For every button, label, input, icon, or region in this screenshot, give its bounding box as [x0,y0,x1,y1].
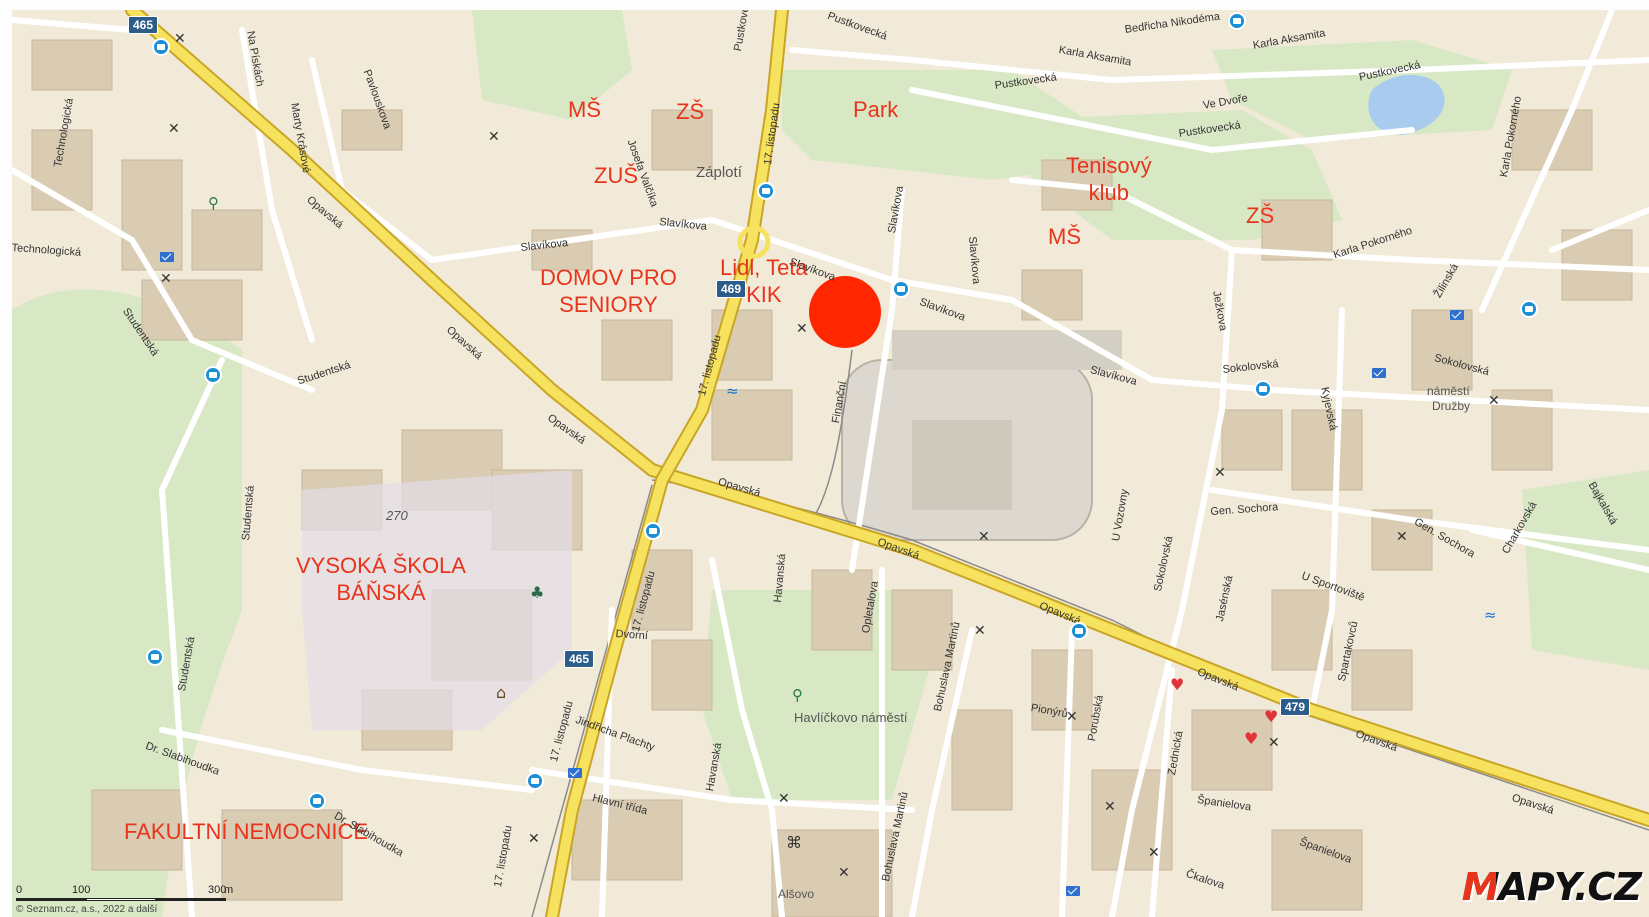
tram-stop-icon[interactable]: ✕ [488,129,500,145]
place-elevation: 270 [386,508,408,523]
lake [1368,75,1445,135]
tram-stop-icon[interactable]: ✕ [778,791,790,807]
annotation-lidl-line2: KIK [746,282,782,307]
copyright[interactable]: © Seznam.cz, a.s., 2022 a další [16,904,158,915]
university-area [302,470,572,730]
annotation-vsb-line1: VYSOKÁ ŠKOLA [296,553,466,578]
annotation-vsb: VYSOKÁ ŠKOLA BÁŇSKÁ [296,552,466,606]
arena [841,330,1122,541]
tram-stop-icon[interactable]: ✕ [160,271,172,287]
scale-label-0: 0 [16,884,23,896]
bus-stop-icon[interactable] [644,522,662,540]
map-base-layer [12,10,1649,917]
annotation-domov: DOMOV PRO SENIORY [540,264,677,318]
annotation-lidl: Lidl, Teta KIK [720,254,808,308]
tram-stop-icon[interactable]: ✕ [838,865,850,881]
tram-stop-icon[interactable]: ✕ [978,529,990,545]
pharmacy-icon[interactable]: ♥ [1264,707,1279,726]
tram-stop-icon[interactable]: ✕ [1396,529,1408,545]
bus-stop-icon[interactable] [892,280,910,298]
annotation-vsb-line2: BÁŇSKÁ [336,580,426,605]
annotation-zs-top: ZŠ [676,99,705,124]
tram-stop-icon[interactable]: ✕ [1268,735,1280,751]
museum-icon[interactable]: ⌂ [496,683,507,702]
scale-unit: m [224,884,234,896]
church-icon[interactable]: ♣ [530,583,545,602]
road-number-465-top: 465 [128,16,159,34]
tram-stop-icon[interactable]: ✕ [974,623,986,639]
annotation-tenis: Tenisový klub [1066,152,1152,206]
scale-label-100: 100 [72,884,91,896]
annotation-lidl-line1: Lidl, Teta [720,255,808,280]
logo-text: MAPY.CZ [1461,865,1642,909]
annotation-tenis-line1: Tenisový [1066,153,1152,178]
logo-accent: M [1461,865,1496,909]
mapy-cz-logo[interactable]: MAPY.CZ M [1461,865,1642,909]
bus-stop-icon[interactable] [1228,12,1246,30]
annotation-domov-line1: DOMOV PRO [540,265,677,290]
bus-stop-icon[interactable] [757,182,775,200]
annotation-domov-line2: SENIORY [559,292,658,317]
landmark-icon[interactable]: ⌘ [786,833,802,852]
tram-stop-icon[interactable]: ✕ [1104,799,1116,815]
tram-stop-icon[interactable]: ✕ [1148,845,1160,861]
post-office-icon[interactable] [1066,886,1080,896]
annotation-park: Park [853,97,899,122]
swimming-icon[interactable]: ≈ [726,382,739,400]
post-office-icon[interactable] [160,252,174,262]
place-namesti-druzby-2: Družby [1432,399,1471,413]
scale-label-300: 300 [208,884,227,896]
annotation-zus: ZUŠ [594,163,638,188]
swimming-icon[interactable]: ≈ [1484,606,1497,624]
post-office-icon[interactable] [1372,368,1386,378]
bus-stop-icon[interactable] [152,38,170,56]
bus-stop-icon[interactable] [526,772,544,790]
tram-stop-icon[interactable]: ✕ [796,321,808,337]
place-zaploti: Záplotí [696,164,742,181]
post-office-icon[interactable] [1450,310,1464,320]
tram-stop-icon[interactable]: ✕ [168,121,180,137]
tram-stop-icon[interactable]: ✕ [1214,465,1226,481]
place-namesti-druzby-1: náměstí [1427,384,1470,398]
bus-stop-icon[interactable] [308,792,326,810]
tram-stop-icon[interactable]: ✕ [1066,709,1078,725]
tram-stop-icon[interactable]: ✕ [1488,393,1500,409]
annotation-zs-right: ZŠ [1246,203,1275,228]
bus-stop-icon[interactable] [204,366,222,384]
playground-icon[interactable]: ⚲ [792,686,803,704]
main-roads [125,10,1649,917]
highlight-circle [809,276,881,348]
bus-stop-icon[interactable] [146,648,164,666]
road-number-469: 469 [716,280,747,298]
road-number-465-bottom: 465 [564,650,595,668]
place-alsovo: Alšovo [778,887,815,901]
annotation-tenis-line2: klub [1088,180,1129,205]
green-areas [12,10,1649,917]
map-canvas[interactable]: MŠ ZŠ ZUŠ Park Tenisový klub MŠ ZŠ DOMOV… [12,10,1649,917]
tram-stop-icon[interactable]: ✕ [174,31,186,47]
road-number-479: 479 [1280,698,1311,716]
bus-stop-icon[interactable] [1520,300,1538,318]
place-havlickovo: Havlíčkovo náměstí [794,710,908,725]
annotation-ms-right: MŠ [1048,224,1081,249]
bus-stop-icon[interactable] [1254,380,1272,398]
annotation-ms-top: MŠ [568,97,601,122]
playground-icon[interactable]: ⚲ [208,194,219,212]
street-dvorni: Dvorní [615,628,649,643]
bus-stop-icon[interactable] [1070,622,1088,640]
minor-roads [12,10,1649,917]
hospital-icon[interactable]: ♥ [1170,675,1185,694]
tram-stop-icon[interactable]: ✕ [528,831,540,847]
pharmacy-icon[interactable]: ♥ [1244,729,1259,748]
scale-bar: 0 100 300 m [16,884,233,901]
annotation-fakultni: FAKULTNÍ NEMOCNICE [124,819,369,844]
post-office-icon[interactable] [568,768,582,778]
